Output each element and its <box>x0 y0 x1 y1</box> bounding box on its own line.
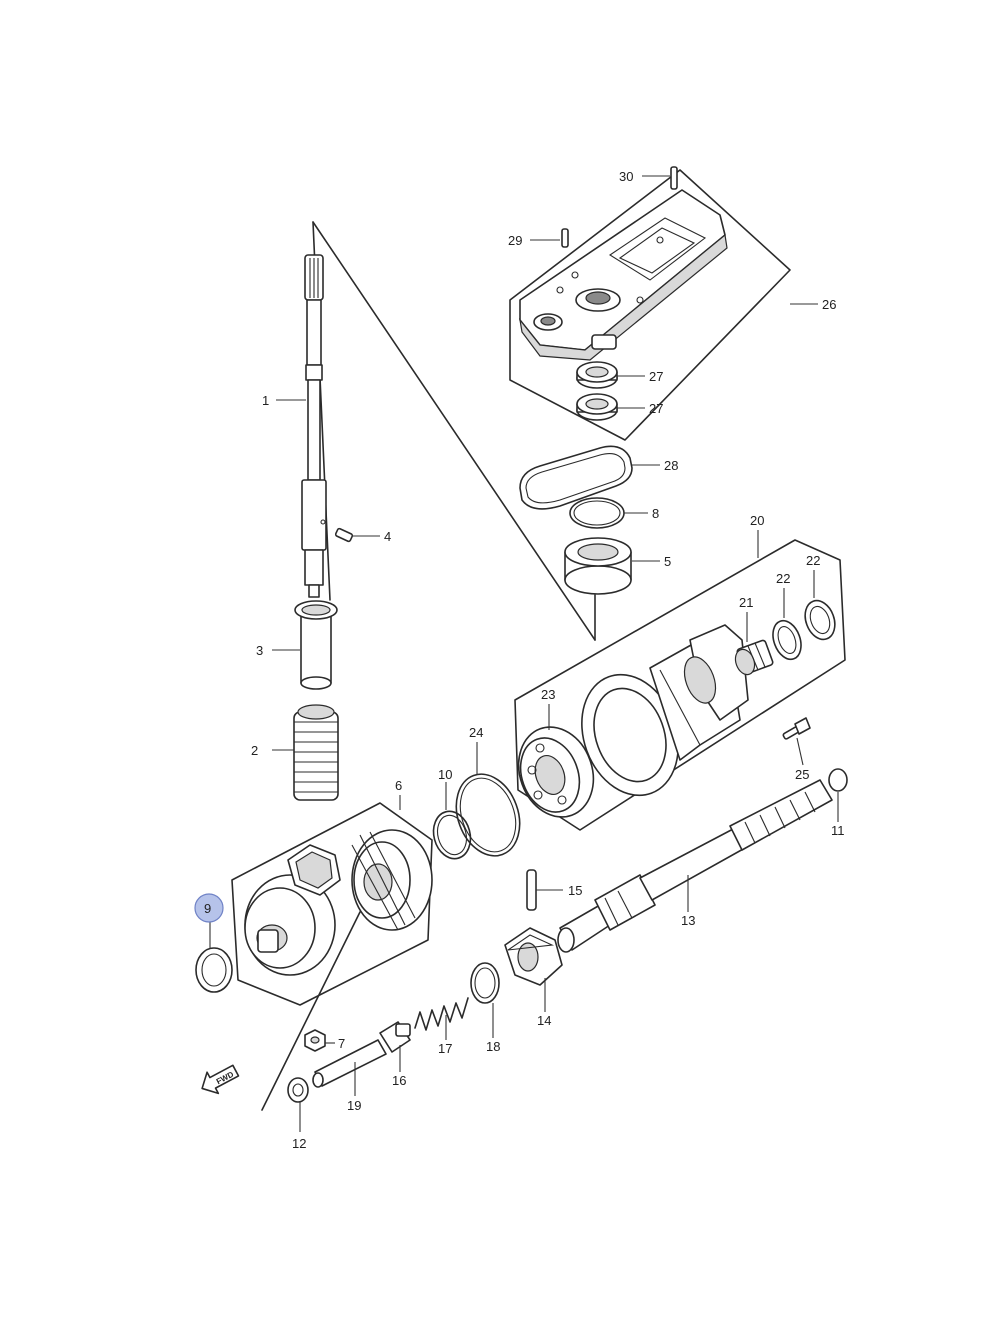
group-outline-bevel-gear <box>231 802 433 1006</box>
callout-25[interactable]: 25 <box>795 767 809 782</box>
part-11-circlip[interactable] <box>828 768 848 792</box>
callout-16[interactable]: 16 <box>392 1073 406 1088</box>
part-15-pin[interactable] <box>526 869 537 911</box>
callout-22-b[interactable]: 22 <box>806 553 820 568</box>
callout-3[interactable]: 3 <box>256 643 263 658</box>
callout-17[interactable]: 17 <box>438 1041 452 1056</box>
callout-6[interactable]: 6 <box>395 778 402 793</box>
part-27-oil-seal-lower[interactable] <box>576 393 618 421</box>
part-22-oil-seal-a[interactable] <box>768 617 806 663</box>
callout-15[interactable]: 15 <box>568 883 582 898</box>
part-9-shim-washer[interactable] <box>195 947 233 993</box>
callout-4[interactable]: 4 <box>384 529 391 544</box>
callout-1[interactable]: 1 <box>262 393 269 408</box>
callout-23[interactable]: 23 <box>541 687 555 702</box>
callout-9[interactable]: 9 <box>204 901 211 916</box>
part-6-bevel-gear[interactable] <box>244 829 433 976</box>
group-outline-gear-housing <box>514 539 846 831</box>
part-5-bearing[interactable] <box>564 537 632 595</box>
callout-8[interactable]: 8 <box>652 506 659 521</box>
part-26-upper-plate[interactable] <box>519 189 728 361</box>
part-22-oil-seal-b[interactable] <box>800 596 840 643</box>
part-21-needle-bearing[interactable] <box>732 639 774 678</box>
part-24-o-ring[interactable] <box>445 765 530 864</box>
part-10-o-ring[interactable] <box>428 807 475 863</box>
part-30-dowel-pin[interactable] <box>670 166 678 190</box>
part-18-spring-ring[interactable] <box>470 962 500 1004</box>
part-3-bushing[interactable] <box>294 600 338 690</box>
part-12-washer[interactable] <box>287 1077 309 1103</box>
callout-28[interactable]: 28 <box>664 458 678 473</box>
group-outline-upper-housing <box>509 169 791 441</box>
callout-27-a[interactable]: 27 <box>649 369 663 384</box>
callout-21[interactable]: 21 <box>739 595 753 610</box>
callout-30[interactable]: 30 <box>619 169 633 184</box>
callout-26[interactable]: 26 <box>822 297 836 312</box>
callout-labels: 1 2 3 4 5 6 7 8 9 10 11 12 13 14 15 16 1… <box>204 169 845 1151</box>
callout-9-highlight <box>194 893 224 923</box>
callout-11[interactable]: 11 <box>831 823 845 838</box>
part-14-clutch-dog[interactable] <box>504 927 563 986</box>
leader-lines <box>209 175 839 1132</box>
callout-24[interactable]: 24 <box>469 725 483 740</box>
callout-14[interactable]: 14 <box>537 1013 551 1028</box>
part-28-gasket[interactable] <box>519 445 633 510</box>
callout-27-b[interactable]: 27 <box>649 401 663 416</box>
callout-2[interactable]: 2 <box>251 743 258 758</box>
callout-20[interactable]: 20 <box>750 513 764 528</box>
part-29-pin[interactable] <box>561 228 569 248</box>
part-23-bearing[interactable] <box>506 716 605 827</box>
part-27-oil-seal-upper[interactable] <box>576 361 618 389</box>
part-4-key[interactable] <box>334 527 354 543</box>
callout-13[interactable]: 13 <box>681 913 695 928</box>
part-7-nut[interactable] <box>304 1029 326 1052</box>
part-20-bearing-housing[interactable] <box>566 624 749 809</box>
part-16-shifter[interactable] <box>379 1021 411 1053</box>
part-25-bolt[interactable] <box>782 717 811 740</box>
callout-10[interactable]: 10 <box>438 767 452 782</box>
forward-arrow-icon: FWD <box>201 1064 240 1095</box>
callout-18[interactable]: 18 <box>486 1039 500 1054</box>
callout-19[interactable]: 19 <box>347 1098 361 1113</box>
callout-12[interactable]: 12 <box>292 1136 306 1151</box>
part-13-propeller-shaft[interactable] <box>557 779 833 953</box>
part-17-spring[interactable] <box>414 997 469 1031</box>
callout-5[interactable]: 5 <box>664 554 671 569</box>
part-1-driveshaft[interactable] <box>301 254 327 598</box>
callout-29[interactable]: 29 <box>508 233 522 248</box>
part-2-spring-boot[interactable] <box>293 704 339 801</box>
callout-22-a[interactable]: 22 <box>776 571 790 586</box>
part-19-push-rod[interactable] <box>312 1039 387 1088</box>
callout-7[interactable]: 7 <box>338 1036 345 1051</box>
part-8-o-ring[interactable] <box>569 497 625 529</box>
